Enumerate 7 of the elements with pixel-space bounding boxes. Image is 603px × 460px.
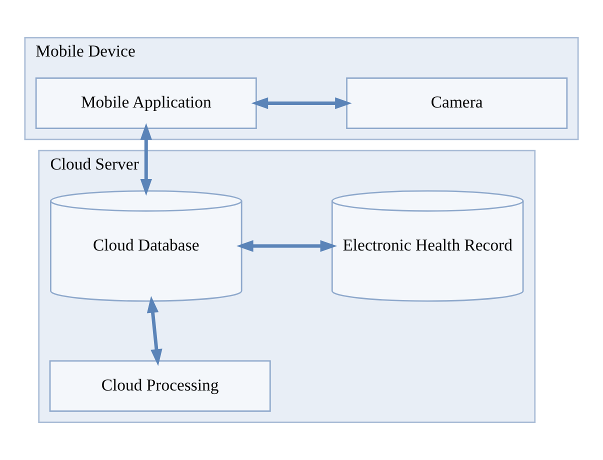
arrow (236, 240, 338, 252)
arrow (146, 296, 162, 366)
arrow (251, 97, 352, 110)
node-box: Cloud Processing (49, 360, 271, 412)
node-box: Camera (346, 77, 568, 129)
arrow (140, 123, 152, 196)
node-box: Mobile Application (35, 77, 257, 129)
